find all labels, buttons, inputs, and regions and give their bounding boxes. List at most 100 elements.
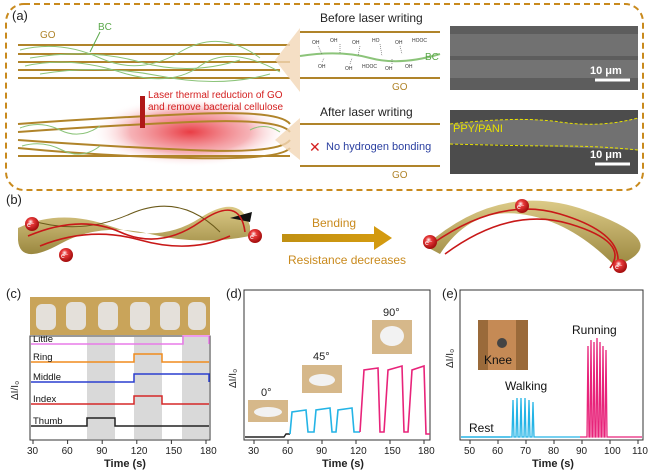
- svg-text:OH: OH: [345, 66, 353, 72]
- x-tick-label: 70: [520, 446, 532, 457]
- x-tick-label: 50: [464, 446, 476, 457]
- svg-text:e⁻: e⁻: [615, 264, 623, 271]
- zoom-wedge-top: [275, 28, 300, 92]
- trace-little: [31, 335, 210, 345]
- svg-text:HOOC: HOOC: [412, 38, 427, 44]
- d-xlabel: Time (s): [322, 458, 364, 470]
- trace-thumb: [31, 417, 209, 427]
- bc-label-top: BC: [98, 22, 112, 33]
- angle-90: 90°: [383, 307, 400, 319]
- x-tick-label: 100: [604, 446, 621, 457]
- sem-image-top: 10 μm: [450, 26, 638, 90]
- x-tick-label: 180: [200, 446, 217, 457]
- laser-note-2: and remove bacterial cellulose: [148, 102, 284, 113]
- photo-45deg: [302, 365, 342, 393]
- svg-text:OH: OH: [395, 40, 403, 46]
- bc-label-right-top: BC: [425, 52, 439, 63]
- after-title: After laser writing: [320, 105, 413, 119]
- svg-text:OH: OH: [385, 66, 393, 72]
- c-xlabel: Time (s): [104, 458, 146, 470]
- x-tick-label: 150: [165, 446, 182, 457]
- x-tick-label: 150: [384, 446, 401, 457]
- d-x-ticks: 30 60 90 120 150 180: [248, 440, 435, 457]
- svg-text:e⁻: e⁻: [27, 222, 35, 229]
- svg-text:HOOC: HOOC: [362, 64, 377, 70]
- go-label-right-bottom: GO: [392, 170, 408, 181]
- x-tick-label: 90: [96, 446, 108, 457]
- finger-label-ring: Ring: [33, 352, 53, 363]
- panel-e: (e) Knee Rest Walking Running ΔI/I₀ Time…: [442, 286, 648, 470]
- electron-5: [515, 199, 529, 213]
- trace-middle: [31, 373, 210, 383]
- svg-text:e⁻: e⁻: [250, 234, 258, 241]
- state-rest: Rest: [469, 421, 494, 435]
- flat-film: [18, 205, 252, 255]
- electron-1: [25, 217, 39, 231]
- scale-bar-bottom: 10 μm: [590, 149, 622, 161]
- bending-arrow: [282, 226, 392, 250]
- knee-label: Knee: [484, 353, 512, 367]
- x-tick-label: 90: [316, 446, 328, 457]
- svg-text:e⁻: e⁻: [61, 253, 69, 260]
- x-tick-label: 60: [62, 446, 74, 457]
- photo-0deg: [248, 400, 288, 422]
- bc-pointer: [89, 31, 101, 53]
- d-ylabel: ΔI/I₀: [228, 369, 239, 388]
- panel-b-label: (b): [6, 192, 22, 207]
- x-tick-label: 120: [350, 446, 367, 457]
- state-walking: Walking: [505, 379, 547, 393]
- svg-text:HO: HO: [372, 38, 380, 44]
- trace-45deg: [289, 407, 360, 435]
- go-bc-stack-top: [18, 44, 290, 79]
- svg-text:OH: OH: [330, 38, 338, 44]
- finger-label-middle: Middle: [33, 372, 61, 383]
- x-tick-label: 60: [282, 446, 294, 457]
- x-tick-label: 120: [131, 446, 148, 457]
- finger-label-thumb: Thumb: [33, 416, 63, 427]
- x-tick-label: 80: [548, 446, 560, 457]
- trace-walking: [510, 397, 580, 438]
- hand-photo-strip: [30, 297, 210, 335]
- panel-a-border: [5, 3, 644, 191]
- x-tick-label: 60: [492, 446, 504, 457]
- e-xlabel: Time (s): [532, 458, 574, 470]
- bending-label: Bending: [312, 216, 356, 230]
- panel-d-label: (d): [226, 286, 242, 301]
- zoom-wedge-bottom: [275, 118, 300, 160]
- panel-c-label: (c): [6, 286, 21, 301]
- no-hbond-x: ✕: [309, 139, 321, 155]
- before-schematic: OH OH OH HO OH HOOC OH OH HOOC OH OH: [299, 31, 441, 79]
- state-running: Running: [572, 323, 617, 337]
- x-tick-label: 30: [248, 446, 260, 457]
- laser-note-1: Laser thermal reduction of GO: [148, 90, 283, 101]
- scale-bar-top: 10 μm: [590, 65, 622, 77]
- trace-0deg: [245, 433, 290, 438]
- electron-4: [423, 235, 437, 249]
- shaded-bands-c: [87, 337, 209, 439]
- panel-e-label: (e): [442, 286, 458, 301]
- x-tick-label: 180: [418, 446, 435, 457]
- before-title: Before laser writing: [320, 11, 423, 25]
- svg-text:OH: OH: [318, 64, 326, 70]
- electron-6: [613, 259, 627, 273]
- go-label-top: GO: [40, 30, 56, 41]
- no-hbond-label: No hydrogen bonding: [326, 141, 431, 153]
- x-tick-label: 110: [632, 446, 648, 457]
- go-stack-bottom: [17, 96, 291, 167]
- c-x-ticks: 30 60 90 120 150 180: [27, 440, 217, 457]
- e-ylabel: ΔI/I₀: [445, 349, 456, 368]
- svg-text:e⁻: e⁻: [425, 240, 433, 247]
- x-tick-label: 30: [27, 446, 39, 457]
- trace-ring: [31, 353, 209, 363]
- resistance-label: Resistance decreases: [288, 253, 406, 267]
- panel-a-label: (a): [12, 8, 28, 23]
- go-label-right-top: GO: [392, 82, 408, 93]
- x-tick-label: 90: [576, 446, 588, 457]
- angle-45: 45°: [313, 351, 330, 363]
- c-ylabel: ΔI/I₀: [10, 381, 21, 400]
- sem-image-bottom: PPY/PANI 10 μm: [449, 110, 639, 174]
